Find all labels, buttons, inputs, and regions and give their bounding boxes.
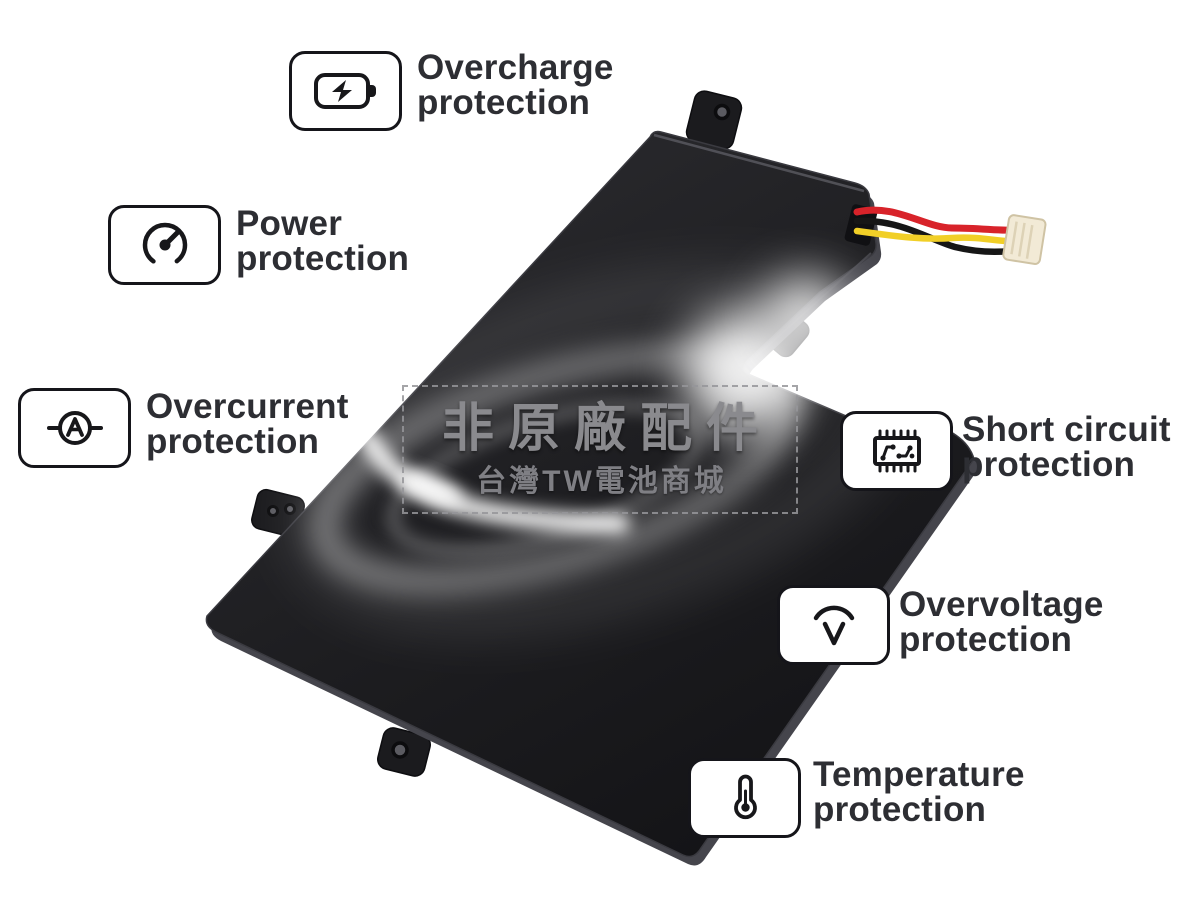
power-icon-card	[108, 205, 221, 285]
overcurrent-icon-card	[18, 388, 131, 468]
feature-label: Overcurrent protection	[146, 387, 349, 461]
feature-label: Overcharge protection	[417, 48, 614, 122]
light-swirl-effect	[285, 264, 915, 636]
battery-charging-icon	[313, 73, 376, 109]
thermometer-icon	[733, 774, 757, 820]
overvoltage-icon-card	[777, 585, 890, 665]
battery-cable-black	[853, 217, 1014, 256]
ammeter-icon	[46, 411, 103, 445]
voltage-arc-icon	[813, 605, 854, 646]
edge-highlight	[653, 133, 865, 193]
battery-cable-red	[853, 206, 1014, 234]
cable-connector	[1002, 214, 1047, 265]
tab-hole	[391, 741, 409, 759]
circuit-chip-icon	[872, 429, 921, 473]
feature-label: Short circuit protection	[962, 410, 1171, 484]
short-circuit-icon-card	[840, 411, 953, 491]
battery-cable	[844, 204, 1047, 265]
tab-hole	[713, 103, 731, 121]
feature-label: Temperature protection	[813, 755, 1025, 829]
temperature-icon-card	[688, 758, 801, 838]
battery-cable-yellow	[853, 227, 1014, 245]
feature-label: Overvoltage protection	[899, 585, 1104, 659]
overcharge-icon-card	[289, 51, 402, 131]
tab-hole	[267, 505, 279, 517]
feature-label: Power protection	[236, 204, 410, 278]
power-gauge-icon	[142, 222, 187, 268]
